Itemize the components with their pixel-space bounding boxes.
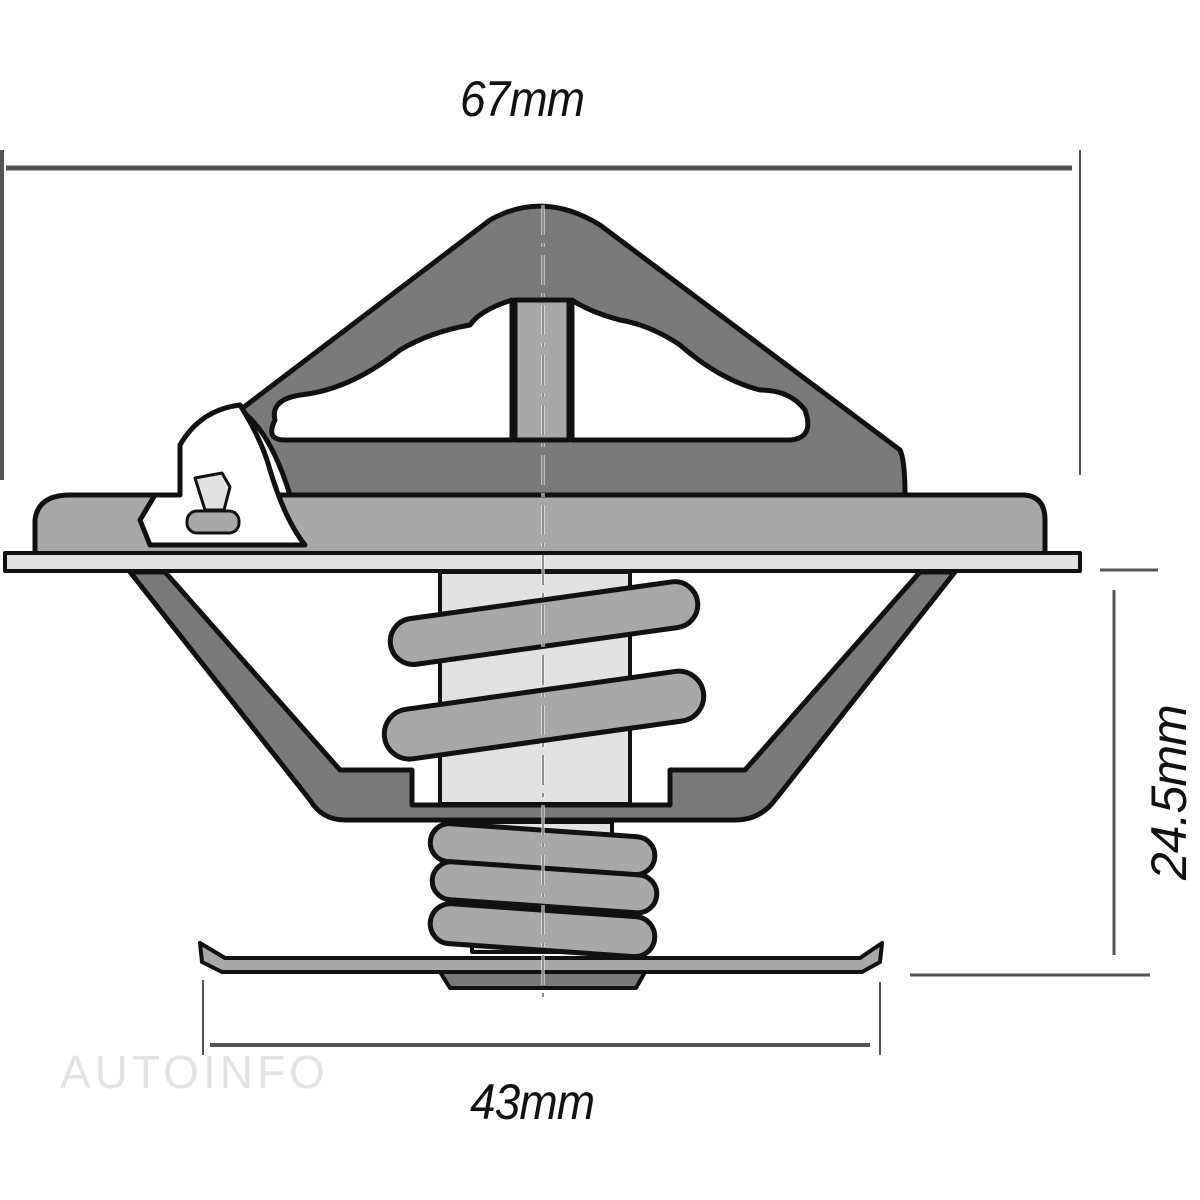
bridge-window-left bbox=[269, 297, 515, 443]
bridge-window-right bbox=[569, 297, 811, 443]
bottom-disc bbox=[198, 941, 884, 974]
dimension-lines bbox=[0, 150, 1158, 1055]
jiggle-valve-cap bbox=[193, 471, 232, 512]
dimension-label-width: 67mm bbox=[460, 71, 585, 127]
dimension-label-bottom-width: 43mm bbox=[470, 1074, 595, 1130]
jiggle-valve-stem bbox=[185, 509, 241, 535]
dimension-label-height: 24.5mm bbox=[1141, 705, 1197, 880]
watermark-logo: AUTOINFO bbox=[60, 1046, 329, 1098]
lower-cage bbox=[127, 569, 958, 823]
